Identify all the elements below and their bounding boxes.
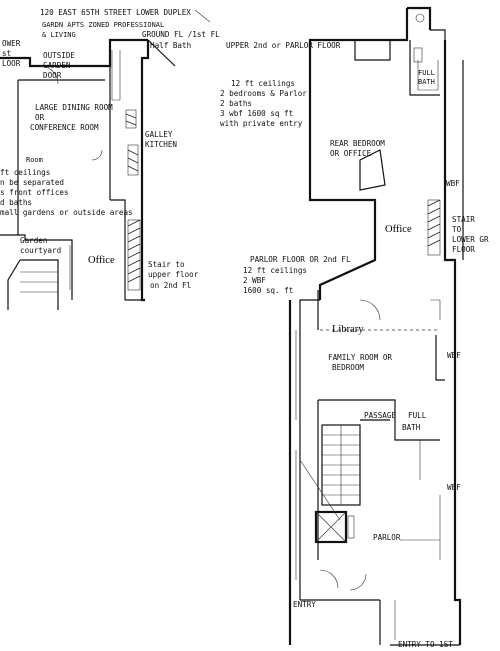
header-line-1: 120 EAST 65TH STREET LOWER DUPLEX bbox=[40, 8, 191, 17]
ground-note-3: s front offices bbox=[0, 188, 69, 197]
parlor-floor-label-3: 2 WBF bbox=[243, 276, 266, 285]
upper-floor-plan: UPPER 2nd or PARLOR FLOOR FULL BATH 12 f… bbox=[220, 6, 489, 649]
wbf-top-label: WBF bbox=[446, 179, 460, 188]
room-label: Room bbox=[26, 156, 43, 164]
dining-room-label-3: CONFERENCE ROOM bbox=[30, 123, 99, 132]
stair-lower-label-3: LOWER GR bbox=[452, 235, 489, 244]
ground-note-5: mall gardens or outside areas bbox=[0, 208, 133, 217]
stair-up-label-3: on 2nd Fl bbox=[150, 281, 191, 290]
upper-spec-3: 2 baths bbox=[220, 99, 252, 108]
upper-stair-block bbox=[299, 424, 361, 521]
entry-label: ENTRY bbox=[293, 600, 316, 609]
family-room-label-1: FAMILY ROOM OR bbox=[328, 353, 392, 362]
ground-office-label: Office bbox=[88, 255, 115, 266]
wbf-bottom-label: WBF bbox=[447, 483, 461, 492]
ground-floor-heading: GROUND FL /1st FL bbox=[142, 30, 220, 39]
ground-edge-label-1: OWER bbox=[2, 39, 21, 48]
parlor-floor-label-1: PARLOR FLOOR OR 2nd FL bbox=[250, 255, 351, 264]
outside-garden-door-1: OUTSIDE bbox=[43, 51, 75, 60]
upper-spec-4: 3 wbf 1600 sq ft bbox=[220, 109, 293, 118]
courtyard-steps bbox=[7, 245, 71, 310]
dining-room-label-2: OR bbox=[35, 113, 45, 122]
stair-lower-label-4: FLOOR bbox=[452, 245, 475, 254]
stair-up-label-1: Stair to bbox=[148, 260, 185, 269]
garden-courtyard-label-2: courtyard bbox=[20, 246, 61, 255]
upper-floor-heading: UPPER 2nd or PARLOR FLOOR bbox=[226, 41, 341, 50]
parlor-floor-label-2: 12 ft ceilings bbox=[243, 266, 307, 275]
passage-label: PASSAGE bbox=[364, 411, 396, 420]
entry-to-1st-label: ENTRY TO 1ST bbox=[398, 640, 453, 649]
parlor-floor-label-4: 1600 sq. ft bbox=[243, 286, 293, 295]
half-bath-label: Half Bath bbox=[150, 41, 191, 50]
ground-note-2: n be separated bbox=[0, 178, 64, 187]
parlor-shaft-box bbox=[314, 510, 355, 544]
upper-spec-5: with private entry bbox=[220, 119, 303, 128]
rear-bedroom-label-2: OR OFFICE bbox=[330, 149, 372, 158]
top-full-bath-label-2: BATH bbox=[418, 78, 435, 86]
upper-spec-2: 2 bedrooms & Parlor bbox=[220, 89, 307, 98]
header-line-2: GARDN APTS ZONED PROFESSIONAL bbox=[42, 21, 164, 29]
ground-edge-label-2: st bbox=[2, 49, 11, 58]
stair-lower-label-2: TO bbox=[452, 225, 462, 234]
rear-bedroom-label-1: REAR BEDROOM bbox=[330, 139, 385, 148]
bottom-full-bath-label-2: BATH bbox=[402, 423, 421, 432]
plan-header: 120 EAST 65TH STREET LOWER DUPLEX GARDN … bbox=[40, 8, 211, 39]
top-bath-fixtures bbox=[413, 13, 425, 63]
ground-note-4: d baths bbox=[0, 198, 32, 207]
bottom-full-bath-label-1: FULL bbox=[408, 411, 427, 420]
family-room-label-2: BEDROOM bbox=[332, 363, 364, 372]
parlor-label: PARLOR bbox=[373, 533, 401, 542]
ground-edge-label-3: LOOR bbox=[2, 59, 21, 68]
ground-note-1: ft ceilings bbox=[0, 168, 50, 177]
ground-stair-hatch bbox=[127, 219, 141, 291]
dining-room-label-1: LARGE DINING ROOM bbox=[35, 103, 113, 112]
rear-fireplace-hatch bbox=[427, 199, 441, 256]
upper-office-label: Office bbox=[385, 224, 412, 235]
header-line-3: & LIVING bbox=[42, 31, 76, 39]
stair-up-label-2: upper floor bbox=[148, 270, 199, 279]
upper-spec-1: 12 ft ceilings bbox=[231, 79, 295, 88]
wbf-mid-label: WBF bbox=[447, 351, 461, 360]
outside-garden-door-2: GARDEN bbox=[43, 61, 71, 70]
galley-kitchen-label-1: GALLEY bbox=[145, 130, 173, 139]
top-full-bath-label-1: FULL bbox=[418, 69, 435, 77]
galley-kitchen-label-2: KITCHEN bbox=[145, 140, 177, 149]
garden-courtyard-label-1: Garden bbox=[20, 236, 47, 245]
stair-lower-label-1: STAIR bbox=[452, 215, 475, 224]
kitchen-counter-hatch bbox=[125, 109, 139, 176]
outside-garden-door-3: DOOR bbox=[43, 71, 62, 80]
ground-floor-plan: OWER st LOOR OUTSIDE GARDEN DOOR Half Ba… bbox=[0, 30, 220, 310]
library-label: Library bbox=[332, 324, 364, 335]
